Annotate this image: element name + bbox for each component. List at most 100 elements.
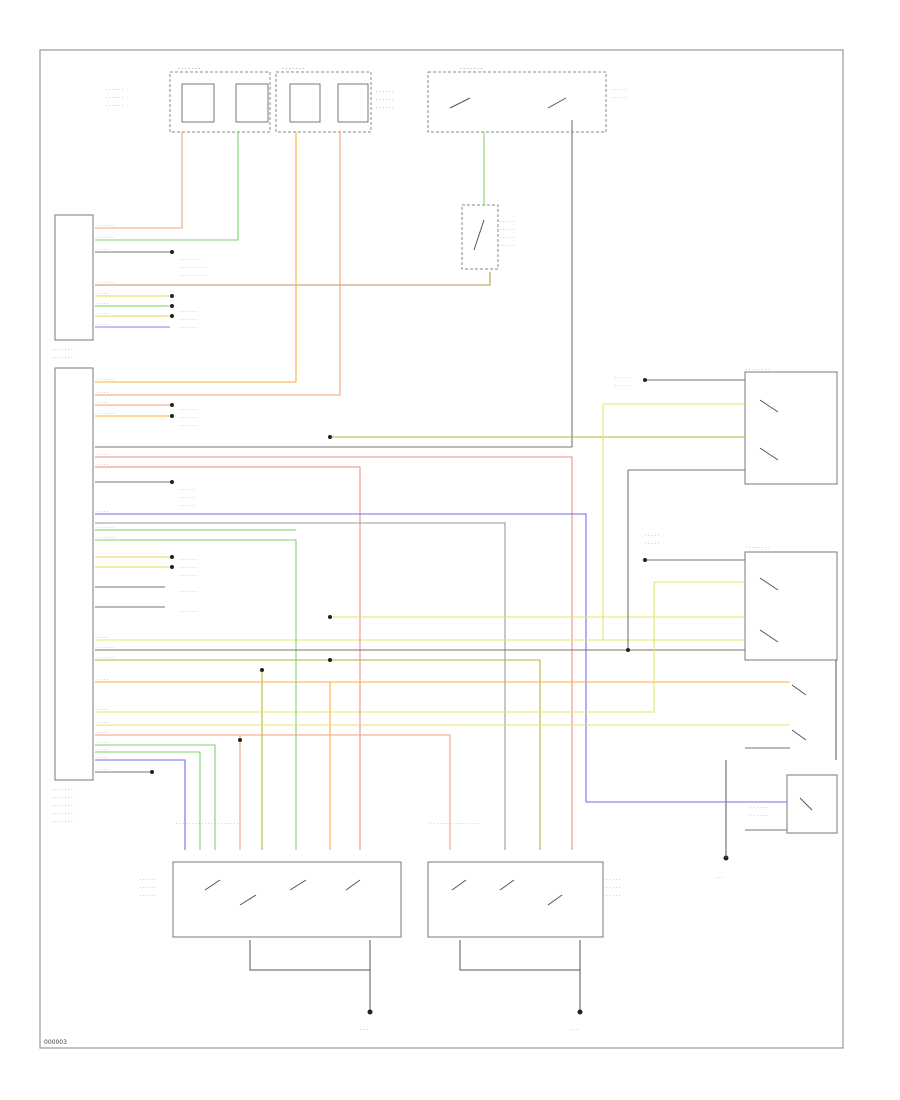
svg-text:- - - - - - -: - - - - - - - <box>282 66 304 72</box>
svg-text:. . . . . .: . . . . . . <box>180 588 198 594</box>
svg-text:. . . . . .: . . . . . . <box>180 324 198 330</box>
svg-text:. . . . . .: . . . . . . <box>750 804 768 810</box>
svg-text:. . . . .: . . . . . <box>645 540 660 546</box>
svg-text:. . . .: . . . . <box>97 634 109 640</box>
svg-text:. . . . .: . . . . . <box>615 374 630 380</box>
svg-text:. . . . . . .: . . . . . . . <box>180 256 201 262</box>
svg-text:. . . . . . .: . . . . . . . <box>52 786 73 792</box>
svg-text:. . . .: . . . . <box>97 300 109 306</box>
svg-text:. . . . .: . . . . . <box>500 226 515 232</box>
faint-wire-labels: . . . . . . . . . . . . . . . . . . . . … <box>97 222 768 826</box>
svg-text:. . . . . . .: . . . . . . . <box>52 794 73 800</box>
svg-text:. . . . . . . . .: . . . . . . . . . <box>180 264 207 270</box>
svg-text:. . . . .: . . . . . <box>612 94 627 100</box>
connector-block-lower: . . . . . . . . . . . . . . . . . . . . … <box>52 367 94 824</box>
svg-text:. . . . .: . . . . . <box>615 382 630 388</box>
svg-text:- - - - - - -: - - - - - - - <box>460 66 482 72</box>
svg-text:. . . . . .: . . . . . . <box>180 414 198 420</box>
right-module-upper: . . . . . . . . <box>744 366 838 485</box>
svg-text:. . . . . . . .: . . . . . . . . <box>746 544 770 550</box>
ground-symbols: . . . . . . . . . <box>360 760 729 1032</box>
svg-text:. . . . . . .: . . . . . . . <box>52 810 73 816</box>
svg-text:. . . . . .: . . . . . . <box>376 104 394 110</box>
svg-text:. . . . . .: . . . . . . <box>97 410 115 416</box>
svg-text:. . . . .: . . . . . <box>180 486 195 492</box>
svg-text:. . . . . .: . . . . . . <box>376 96 394 102</box>
svg-text:. . . . . .: . . . . . . <box>97 534 115 540</box>
svg-text:. . . .: . . . . <box>97 706 109 712</box>
svg-text:. . . . .: . . . . . <box>500 218 515 224</box>
svg-text:. . . .: . . . . <box>97 399 109 405</box>
svg-text:. . . . . .: . . . . . . <box>97 524 115 530</box>
figure-id: 000003 <box>44 1039 67 1046</box>
svg-text:. . . . .: . . . . . <box>180 494 195 500</box>
svg-text:. . . . . . . . .: . . . . . . . . . <box>180 272 207 278</box>
svg-text:. . . .: . . . . <box>97 321 109 327</box>
connector-block-upper: . . . . . . . . . . . . . . <box>52 214 94 360</box>
svg-text:. . . . . .: . . . . . . <box>180 608 198 614</box>
svg-text:. . . .: . . . . <box>97 719 109 725</box>
svg-text:. . . . . .: . . . . . . <box>97 222 115 228</box>
svg-text:. . . . . .: . . . . . . <box>97 234 115 240</box>
svg-text:. . . .: . . . . <box>97 754 109 760</box>
svg-text:- - - - - - -: - - - - - - - <box>178 66 200 72</box>
svg-text:. . . . . .: . . . . . . <box>97 654 115 660</box>
svg-text:. . . . . .: . . . . . . <box>106 86 124 92</box>
svg-text:. . .: . . . <box>360 1026 368 1032</box>
svg-text:. . . .: . . . . <box>97 290 109 296</box>
wires <box>95 120 790 850</box>
splice-points <box>150 250 647 774</box>
svg-text:. . . . .: . . . . . <box>140 876 155 882</box>
switch-assembly-top: . . . . . . . . . . . . . . . . . . . . <box>461 204 515 270</box>
svg-text:. . . . .: . . . . . <box>500 242 515 248</box>
left-window-switch: . . . . . . . . . . . . . . . <box>140 861 402 1010</box>
svg-text:. . . . . .: . . . . . . <box>106 102 124 108</box>
svg-text:. . . . .: . . . . . <box>606 884 621 890</box>
svg-text:. . . .: . . . . <box>97 739 109 745</box>
svg-text:. . . . . . . . . . . . . . .: . . . . . . . . . . . . . . . . . . . . <box>176 820 238 826</box>
svg-text:. . . . . .: . . . . . . <box>97 644 115 650</box>
fuse-box-group: - - - - - - - - - - - - - - - - - - - - … <box>106 66 627 133</box>
svg-text:. . . . . .: . . . . . . <box>106 94 124 100</box>
diagram-frame <box>39 49 844 1049</box>
svg-text:. . . . . .: . . . . . . <box>180 422 198 428</box>
svg-text:. . . . . .: . . . . . . <box>97 376 115 382</box>
svg-text:. . . .: . . . . <box>97 246 109 252</box>
svg-text:. . . . .: . . . . . <box>140 892 155 898</box>
svg-text:. . . . . .: . . . . . . <box>180 406 198 412</box>
svg-text:. . . . . . .: . . . . . . . <box>52 802 73 808</box>
svg-text:. . . . .: . . . . . <box>645 532 660 538</box>
svg-text:. . . . . .: . . . . . . <box>376 88 394 94</box>
svg-text:. . . . .: . . . . . <box>500 234 515 240</box>
svg-text:. . . . . .: . . . . . . <box>180 556 198 562</box>
svg-text:. . . . . .: . . . . . . <box>750 812 768 818</box>
svg-text:. . . . . . .: . . . . . . . <box>52 354 73 360</box>
svg-text:. . . . .: . . . . . <box>140 884 155 890</box>
svg-text:. . . .: . . . . <box>97 676 109 682</box>
svg-text:. . .: . . . <box>715 874 723 880</box>
svg-text:. . . .: . . . . <box>97 389 109 395</box>
svg-text:. . . . .: . . . . . <box>612 86 627 92</box>
svg-text:. . . . .: . . . . . <box>180 502 195 508</box>
right-module-middle: . . . . . . . . <box>744 544 838 661</box>
right-window-switch: . . . . . . . . . . . . . . . <box>427 861 621 1010</box>
svg-text:. . . .: . . . . <box>97 310 109 316</box>
svg-text:. . . .: . . . . <box>97 451 109 457</box>
svg-text:. . . . . . .: . . . . . . . <box>52 346 73 352</box>
svg-text:. . . . .: . . . . . <box>606 892 621 898</box>
svg-text:. . . . . .: . . . . . . <box>180 316 198 322</box>
svg-text:. . . .: . . . . <box>97 461 109 467</box>
svg-text:. . . .: . . . . <box>97 729 109 735</box>
svg-text:. . . . . . . . . . . . . . .: . . . . . . . . . . . . . . . . <box>430 820 480 826</box>
svg-text:. . . . . . . .: . . . . . . . . <box>746 366 770 372</box>
svg-text:. . . . . .: . . . . . . <box>180 564 198 570</box>
svg-text:. . . . . .: . . . . . . <box>180 572 198 578</box>
svg-text:. . . .: . . . . <box>97 746 109 752</box>
svg-text:. . . .: . . . . <box>97 766 109 772</box>
svg-text:. . . . .: . . . . . <box>606 876 621 882</box>
svg-text:. . . . . .: . . . . . . <box>97 279 115 285</box>
svg-text:. . .: . . . <box>570 1026 578 1032</box>
svg-text:. . . . . .: . . . . . . <box>180 308 198 314</box>
right-module-lower <box>786 660 838 834</box>
